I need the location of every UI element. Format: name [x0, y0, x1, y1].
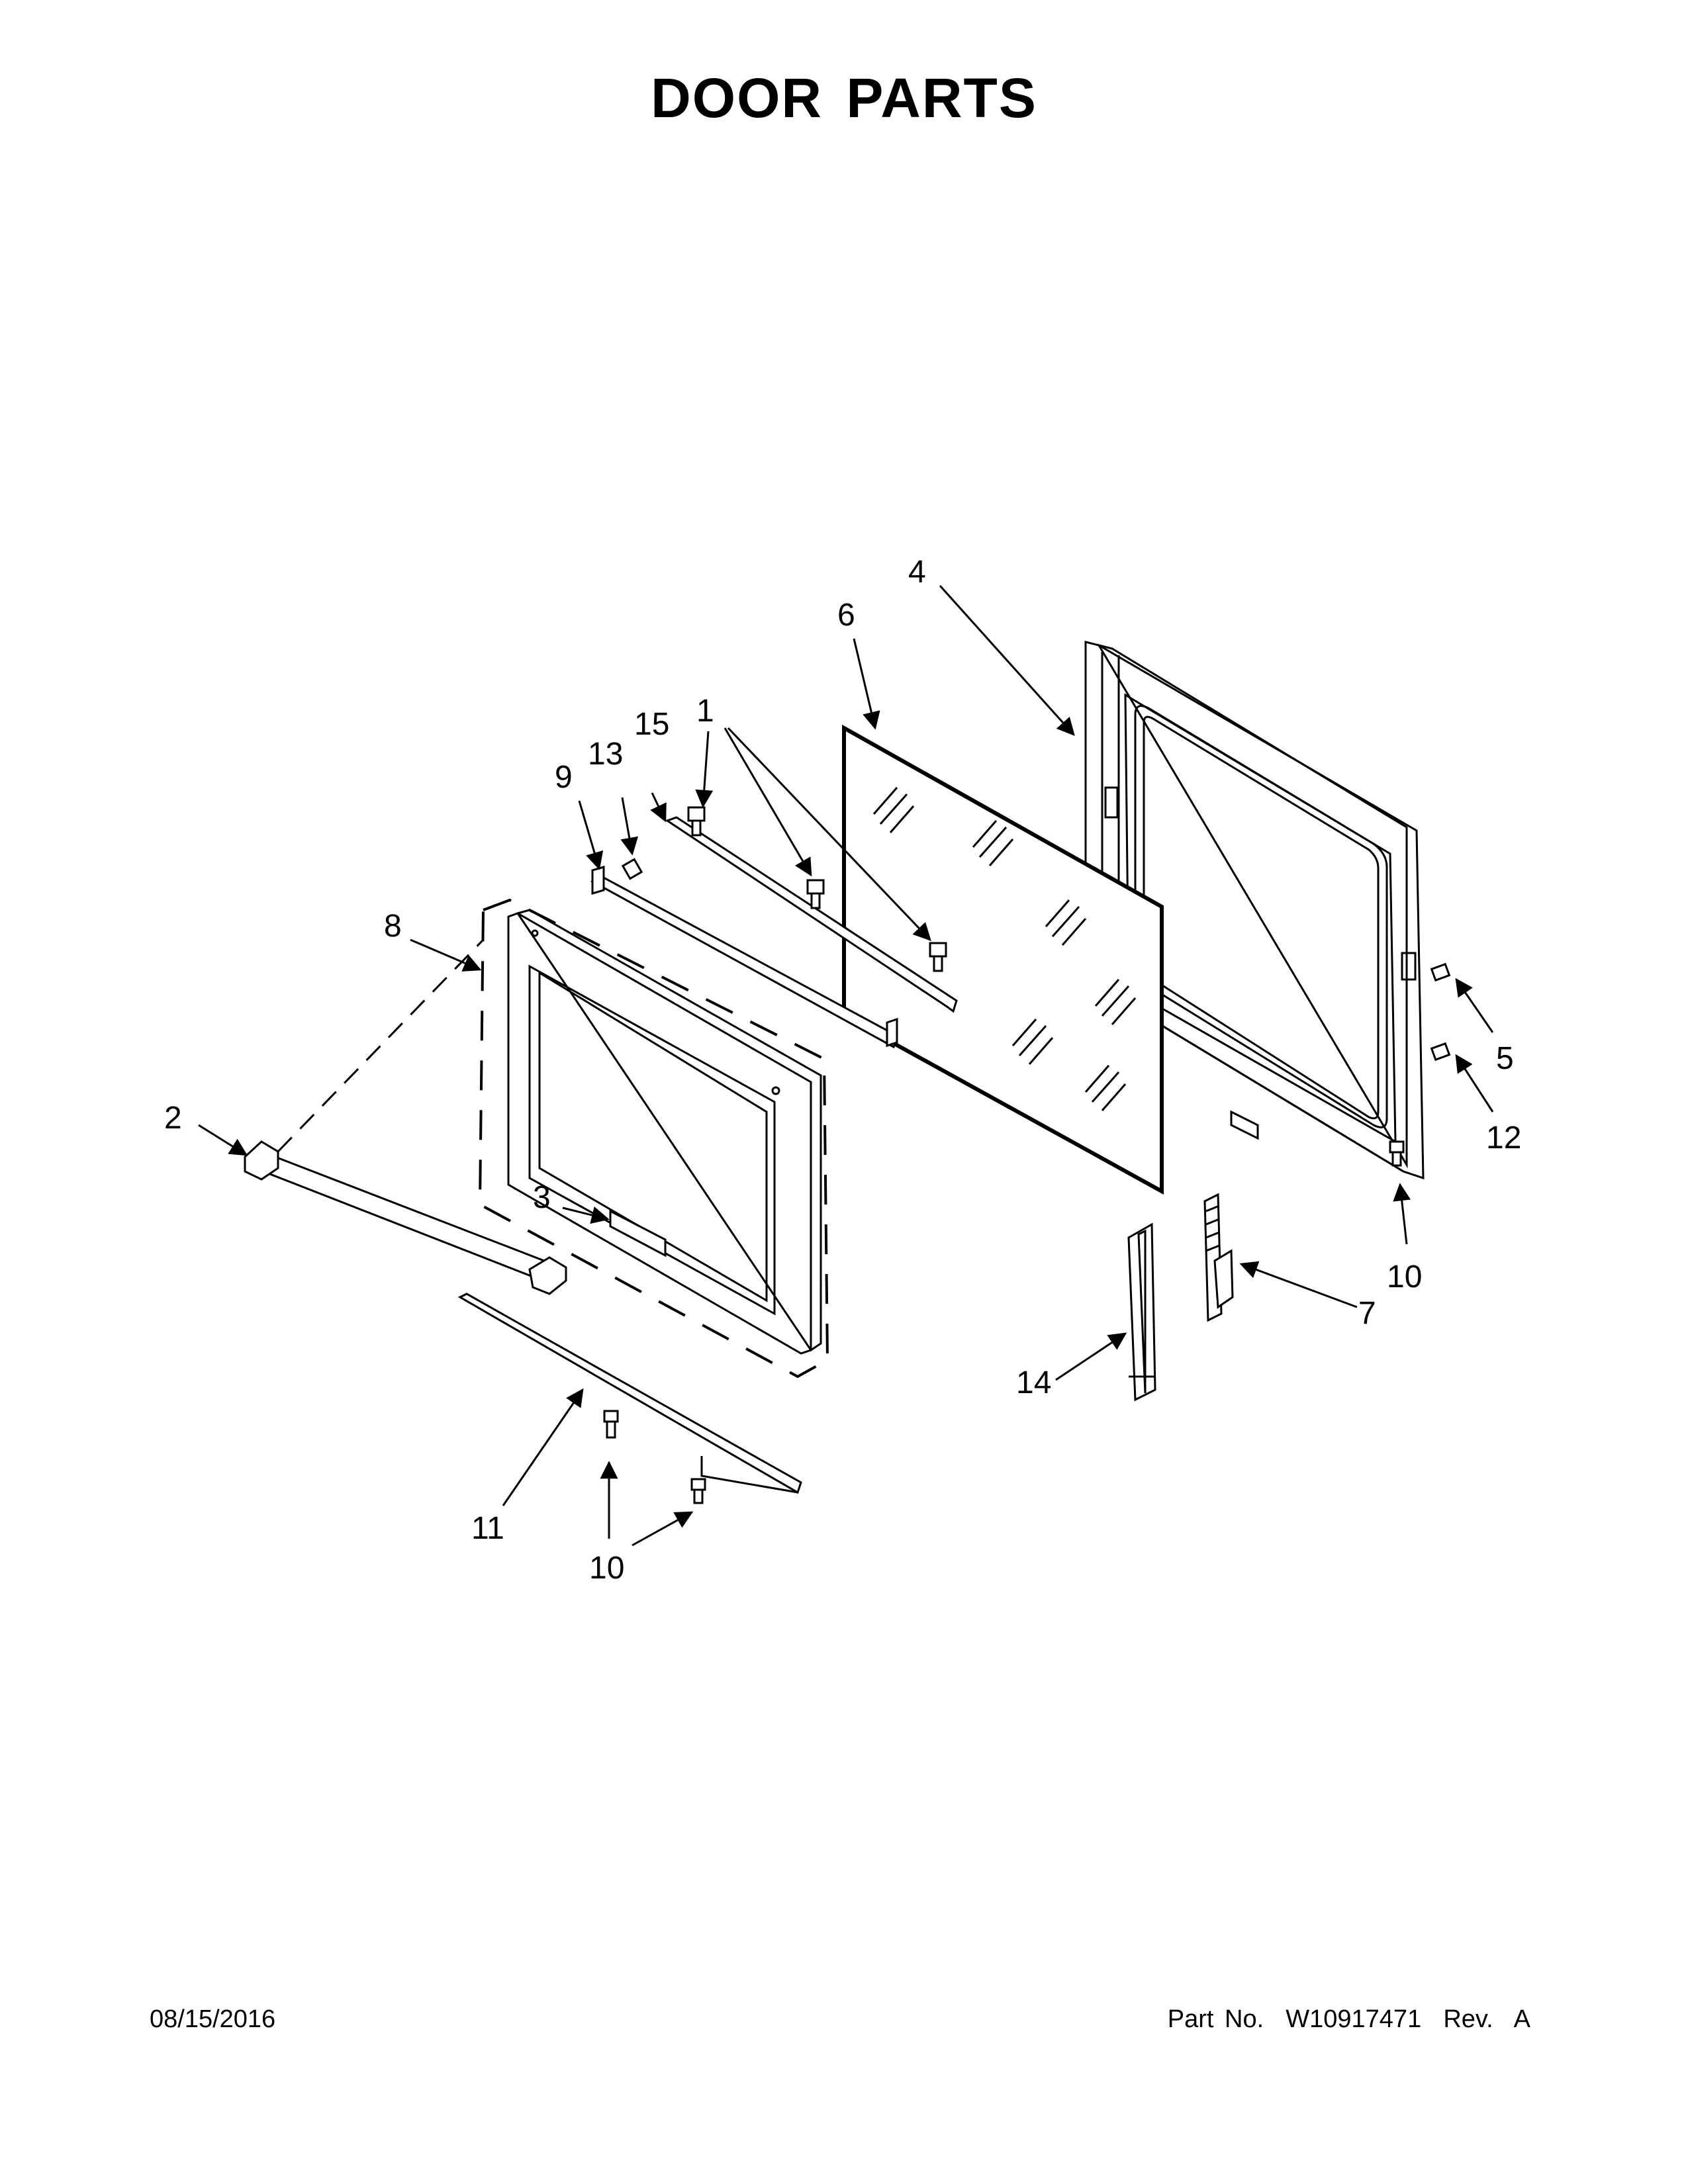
leader-lines: [198, 584, 1494, 1547]
door-handle: [244, 938, 567, 1295]
callout-11: 11: [471, 1511, 504, 1546]
page-title: DOOR PARTS: [651, 67, 1037, 129]
callout-2: 2: [164, 1101, 182, 1136]
callout-8: 8: [384, 909, 402, 944]
callout-13: 13: [588, 737, 623, 772]
outer-door-panel: [478, 898, 829, 1379]
callout-10-right: 10: [1387, 1259, 1422, 1295]
callout-9: 9: [555, 760, 573, 795]
callout-3: 3: [533, 1180, 551, 1215]
door-glass-panel: [842, 724, 1164, 1195]
callout-4: 4: [908, 555, 926, 590]
callout-7: 7: [1358, 1296, 1376, 1331]
side-trim: [1127, 1222, 1156, 1402]
bottom-trim-strip: [457, 1293, 802, 1504]
callout-5: 5: [1496, 1041, 1514, 1076]
top-trim-assembly: [590, 806, 958, 1049]
callout-15: 15: [634, 707, 669, 742]
inner-door-frame: [1084, 641, 1425, 1180]
footer-date: 08/15/2016: [150, 2005, 276, 2033]
callout-labels: 4 6 1 15 13 9 8 2 3 5 12 10 7 14 11 10: [164, 555, 1521, 1586]
footer-part-number: Part No. W10917471 Rev. A: [1167, 2005, 1530, 2033]
callout-1: 1: [696, 694, 714, 729]
frame-screws: [1389, 962, 1451, 1167]
callout-10-bottom: 10: [589, 1551, 624, 1586]
callout-12: 12: [1486, 1120, 1521, 1156]
door-hinge: [1203, 1193, 1234, 1322]
callout-6: 6: [837, 598, 855, 633]
callout-14: 14: [1016, 1365, 1051, 1400]
